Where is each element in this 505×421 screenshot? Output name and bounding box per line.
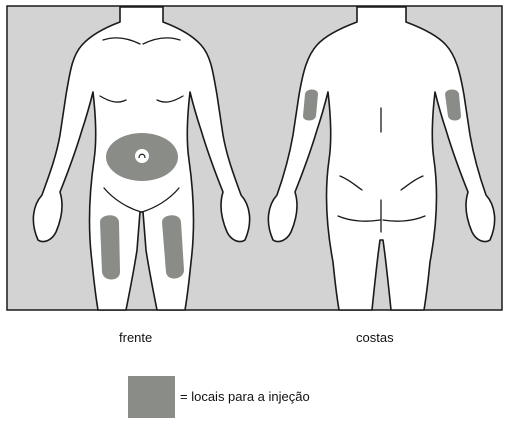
- back-view-label: costas: [356, 330, 394, 345]
- right-thigh-injection-site: [162, 215, 184, 279]
- navel-icon: [138, 153, 146, 159]
- left-upper-arm-injection-site: [303, 89, 318, 121]
- right-upper-arm-injection-site: [445, 89, 461, 121]
- navel-exclusion: [135, 149, 149, 163]
- back-body-details: [337, 107, 426, 233]
- legend-label: = locais para a injeção: [180, 389, 310, 404]
- back-body-figure: [267, 6, 496, 311]
- injection-site-legend-swatch: [128, 376, 175, 418]
- left-thigh-injection-site: [100, 215, 120, 280]
- front-injection-sites: [100, 133, 184, 280]
- front-body-details: [99, 37, 184, 213]
- back-injection-sites: [303, 89, 461, 121]
- front-view-label: frente: [119, 330, 153, 345]
